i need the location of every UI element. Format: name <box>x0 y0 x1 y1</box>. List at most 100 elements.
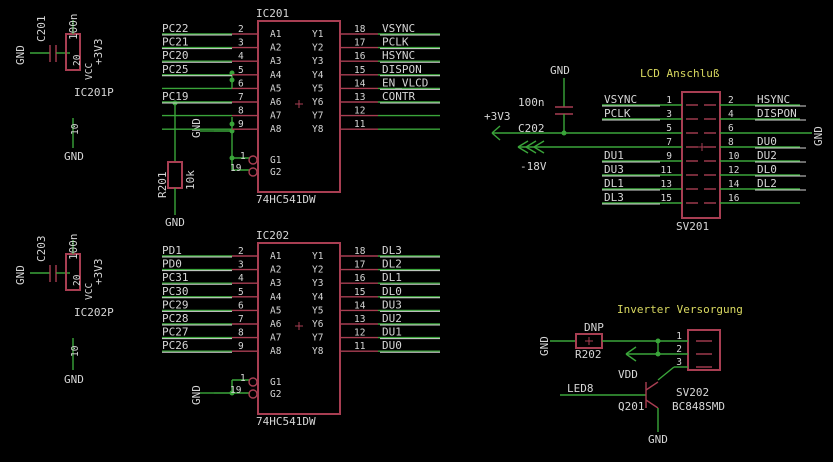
right-pin-number: 8 <box>728 137 734 148</box>
enable-pin-number: 1 <box>240 151 246 162</box>
left-net-label: DL3 <box>604 191 624 204</box>
pin-number: 3 <box>676 357 682 368</box>
enable-pin-number: 1 <box>240 373 246 384</box>
ic202-body <box>257 242 341 415</box>
right-pin-number: 2 <box>728 95 734 106</box>
sv202-title: Inverter Versorgung <box>617 303 743 316</box>
output-pin-number: 16 <box>354 273 366 284</box>
output-pin-number: 15 <box>354 65 365 76</box>
input-net-label: PD1 <box>162 244 182 257</box>
right-pin-number: 14 <box>728 179 740 190</box>
c202-name: C202 <box>518 122 545 135</box>
v3v3-label: +3V3 <box>92 259 105 286</box>
gnd-label: GND <box>64 373 84 386</box>
input-net-label: PC20 <box>162 49 189 62</box>
gnd-label: GND <box>64 150 84 163</box>
gnd-label: GND <box>14 265 27 285</box>
input-pin-label: A3 <box>270 278 281 289</box>
input-pin-label: A6 <box>270 319 282 330</box>
input-pin-number: 9 <box>238 341 244 352</box>
input-pin-number: 3 <box>238 260 244 271</box>
sv201-name: SV201 <box>676 220 709 233</box>
output-net-label: PCLK <box>382 36 409 49</box>
input-net-label: PC28 <box>162 312 189 325</box>
left-pin-number: 11 <box>661 165 673 176</box>
input-pin-number: 8 <box>238 328 244 339</box>
output-net-label: EN_VLCD <box>382 76 428 89</box>
input-net-label: PC19 <box>162 90 189 103</box>
left-net-label: DU3 <box>604 163 624 176</box>
input-pin-number: 8 <box>238 106 244 117</box>
r202-name: R202 <box>575 348 602 361</box>
input-pin-label: A1 <box>270 251 282 262</box>
sv201-title: LCD Anschluß <box>640 67 720 80</box>
output-net-label: DU3 <box>382 298 402 311</box>
r201-body <box>167 161 183 189</box>
gnd-label: GND <box>190 385 203 405</box>
left-pin-number: 13 <box>661 179 672 190</box>
input-pin-number: 4 <box>238 273 244 284</box>
left-pin-number: 3 <box>666 109 672 120</box>
right-net-label: DU2 <box>757 149 777 162</box>
output-net-label: CONTR <box>382 90 415 103</box>
input-pin-number: 5 <box>238 287 244 298</box>
output-net-label: HSYNC <box>382 49 415 62</box>
enable-pin-label: G1 <box>270 155 282 166</box>
ic201-body <box>257 20 341 193</box>
input-pin-label: A7 <box>270 111 281 122</box>
output-pin-number: 12 <box>354 328 365 339</box>
output-pin-number: 13 <box>354 92 365 103</box>
input-pin-label: A4 <box>270 70 282 81</box>
c202-value: 100n <box>518 96 545 109</box>
output-pin-label: Y5 <box>312 305 323 316</box>
plus3v3-label: +3V3 <box>484 110 511 123</box>
ic201-pin10: 10 <box>70 123 81 135</box>
input-pin-number: 2 <box>238 24 244 35</box>
output-pin-label: Y8 <box>312 346 324 357</box>
output-net-label: DU0 <box>382 339 402 352</box>
enable-pin-number: 19 <box>230 385 242 396</box>
input-pin-label: A6 <box>270 97 282 108</box>
output-pin-number: 17 <box>354 38 365 49</box>
gnd-label: GND <box>812 126 825 146</box>
c201-label: C201 <box>35 16 48 43</box>
input-pin-label: A8 <box>270 346 282 357</box>
gnd-label: GND <box>648 433 668 446</box>
gnd-label: GND <box>14 45 27 65</box>
input-net-label: PC31 <box>162 271 189 284</box>
input-pin-label: A2 <box>270 265 281 276</box>
left-pin-number: 5 <box>666 123 672 134</box>
vcc-label: VCC <box>84 283 95 300</box>
output-pin-label: Y7 <box>312 333 323 344</box>
output-pin-number: 17 <box>354 260 365 271</box>
ic202p-label: IC202P <box>74 306 114 319</box>
q201-value: BC848SMD <box>672 400 725 413</box>
output-pin-label: Y2 <box>312 265 323 276</box>
right-pin-number: 16 <box>728 193 740 204</box>
input-net-label: PC25 <box>162 63 189 76</box>
led8-label: LED8 <box>567 382 594 395</box>
left-pin-number: 15 <box>661 193 672 204</box>
input-pin-number: 7 <box>238 92 244 103</box>
vcc-label: VCC <box>84 63 95 80</box>
input-pin-number: 6 <box>238 78 244 89</box>
enable-pin-number: 19 <box>230 163 242 174</box>
ic202-name: IC202 <box>256 229 289 242</box>
gnd-label: GND <box>550 64 570 77</box>
input-pin-number: 9 <box>238 119 244 130</box>
output-pin-label: Y6 <box>312 319 324 330</box>
pin-number: 1 <box>676 331 682 342</box>
output-pin-label: Y1 <box>312 29 324 40</box>
pin-number: 2 <box>676 344 682 355</box>
output-pin-label: Y6 <box>312 97 324 108</box>
vdd-label: VDD <box>618 368 638 381</box>
output-net-label: DL1 <box>382 271 402 284</box>
input-net-label: PC27 <box>162 326 189 339</box>
r201-name: R201 <box>156 172 169 199</box>
right-net-label: DL2 <box>757 177 777 190</box>
input-net-label: PD0 <box>162 258 182 271</box>
dnp-label: DNP <box>584 321 604 334</box>
output-net-label: DISPON <box>382 63 422 76</box>
